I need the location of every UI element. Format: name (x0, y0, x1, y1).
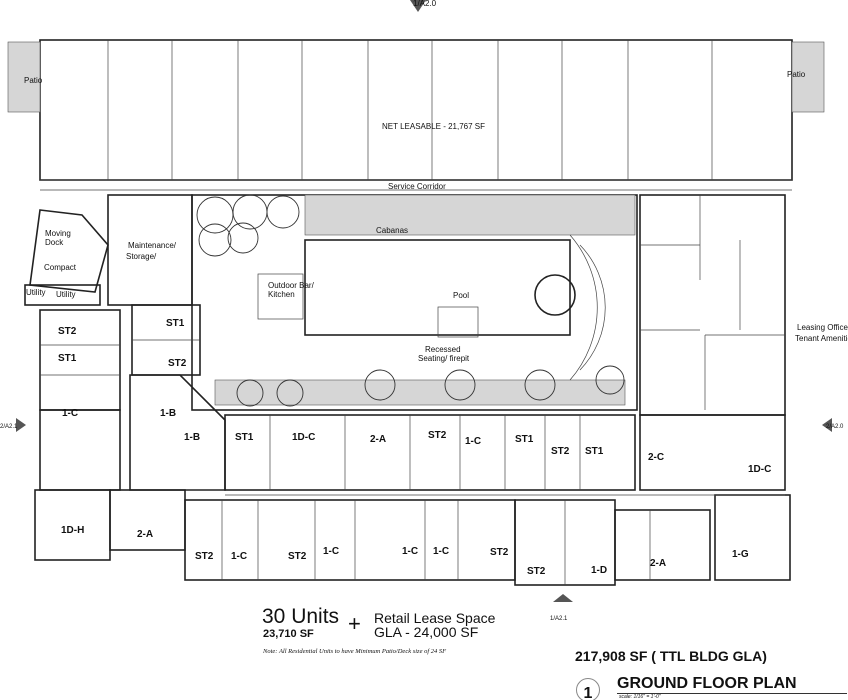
unit-label: 1-C (433, 546, 449, 557)
svg-text:2/A2.0: 2/A2.0 (826, 424, 844, 430)
unit-label: ST2 (195, 551, 214, 562)
units-count: 30 Units (262, 605, 340, 628)
plus-sign: + (348, 611, 361, 636)
section-marker-right: 2/A2.0 (822, 418, 844, 432)
total-gla: 217,908 SF ( TTL BLDG GLA) (575, 648, 767, 664)
unit-label: ST2 (490, 547, 509, 558)
unit-label: ST1 (585, 446, 604, 457)
svg-text:Outdoor Bar/: Outdoor Bar/ (268, 281, 315, 290)
svg-text:Patio: Patio (24, 76, 43, 85)
unit-label: 1D-C (748, 464, 771, 475)
svg-text:1/A2.1: 1/A2.1 (550, 616, 568, 622)
svg-text:1/A2.0: 1/A2.0 (413, 0, 437, 8)
svg-text:Moving: Moving (45, 229, 71, 238)
svg-text:Recessed: Recessed (425, 345, 461, 354)
section-marker-top: 1/A2.0 (410, 0, 437, 12)
unit-label: 1-G (732, 549, 749, 560)
unit-label: ST1 (58, 353, 77, 364)
retail-gla: GLA - 24,000 SF (374, 624, 479, 640)
service-area: Moving Dock Compact Maintenance/ Storage… (24, 194, 193, 306)
unit-label: 2-A (137, 529, 153, 540)
unit-label: ST2 (168, 358, 187, 369)
svg-text:Compact: Compact (44, 263, 77, 272)
svg-text:Leasing Office &: Leasing Office & (797, 323, 848, 332)
svg-text:Tenant Amenities: Tenant Amenities (795, 334, 848, 343)
svg-text:Maintenance/: Maintenance/ (128, 241, 177, 250)
retail-block: Patio Patio NET LEASABLE - 21,767 SF Ser… (7, 39, 825, 191)
unit-label: 1-C (323, 546, 339, 557)
unit-labels: ST2 ST1 ST1 ST2 1-C 1-B 1-B ST1 1D-C 2-A… (58, 318, 771, 577)
svg-text:Cabanas: Cabanas (376, 226, 408, 235)
svg-text:Storage/: Storage/ (126, 252, 157, 261)
unit-label: 1-B (160, 408, 176, 419)
unit-label: 1-C (62, 408, 78, 419)
section-marker-bottom: 1/A2.1 (550, 594, 573, 622)
svg-text:Pool: Pool (453, 291, 469, 300)
svg-text:Service Corridor: Service Corridor (388, 182, 446, 191)
unit-label: ST2 (288, 551, 307, 562)
unit-label: ST2 (551, 446, 570, 457)
svg-text:Kitchen: Kitchen (268, 290, 295, 299)
units-area: 23,710 SF (263, 628, 314, 640)
plan-number: 1 (576, 678, 600, 700)
unit-label: 2-C (648, 452, 664, 463)
plan-scale: scale: 1/16" = 1'-0" (619, 694, 661, 700)
unit-label: 2-A (370, 434, 386, 445)
courtyard: Cabanas Pool Recessed Seating/ firepit O… (191, 194, 638, 411)
unit-label: 1D-C (292, 432, 315, 443)
unit-label: ST1 (166, 318, 185, 329)
unit-label: ST1 (515, 434, 534, 445)
svg-text:2/A2.1: 2/A2.1 (0, 424, 18, 430)
unit-label: 1D-H (61, 525, 84, 536)
plan-title: GROUND FLOOR PLAN (617, 675, 847, 694)
svg-text:Dock: Dock (45, 238, 64, 247)
unit-label: ST1 (235, 432, 254, 443)
unit-label: 1-B (184, 432, 200, 443)
unit-label: ST2 (428, 430, 447, 441)
patio-note: Note: All Residential Units to have Mini… (263, 648, 447, 655)
unit-label: 2-A (650, 558, 666, 569)
unit-label: 1-C (231, 551, 247, 562)
svg-text:Seating/ firepit: Seating/ firepit (418, 354, 470, 363)
svg-text:Patio: Patio (787, 70, 806, 79)
unit-label: ST2 (527, 566, 546, 577)
amenities-block: Leasing Office & Tenant Amenities (639, 194, 848, 416)
svg-text:NET LEASABLE - 21,767 SF: NET LEASABLE - 21,767 SF (382, 122, 485, 131)
unit-label: 1-D (591, 565, 607, 576)
unit-label: ST2 (58, 326, 77, 337)
svg-text:Utility: Utility (56, 290, 76, 299)
retail-space-label: Retail Lease Space (374, 610, 496, 626)
unit-label: 1-C (402, 546, 418, 557)
section-marker-left: 2/A2.1 (0, 418, 26, 432)
unit-label: 1-C (465, 436, 481, 447)
residential-wing (34, 304, 791, 586)
svg-text:Utility: Utility (26, 288, 46, 297)
